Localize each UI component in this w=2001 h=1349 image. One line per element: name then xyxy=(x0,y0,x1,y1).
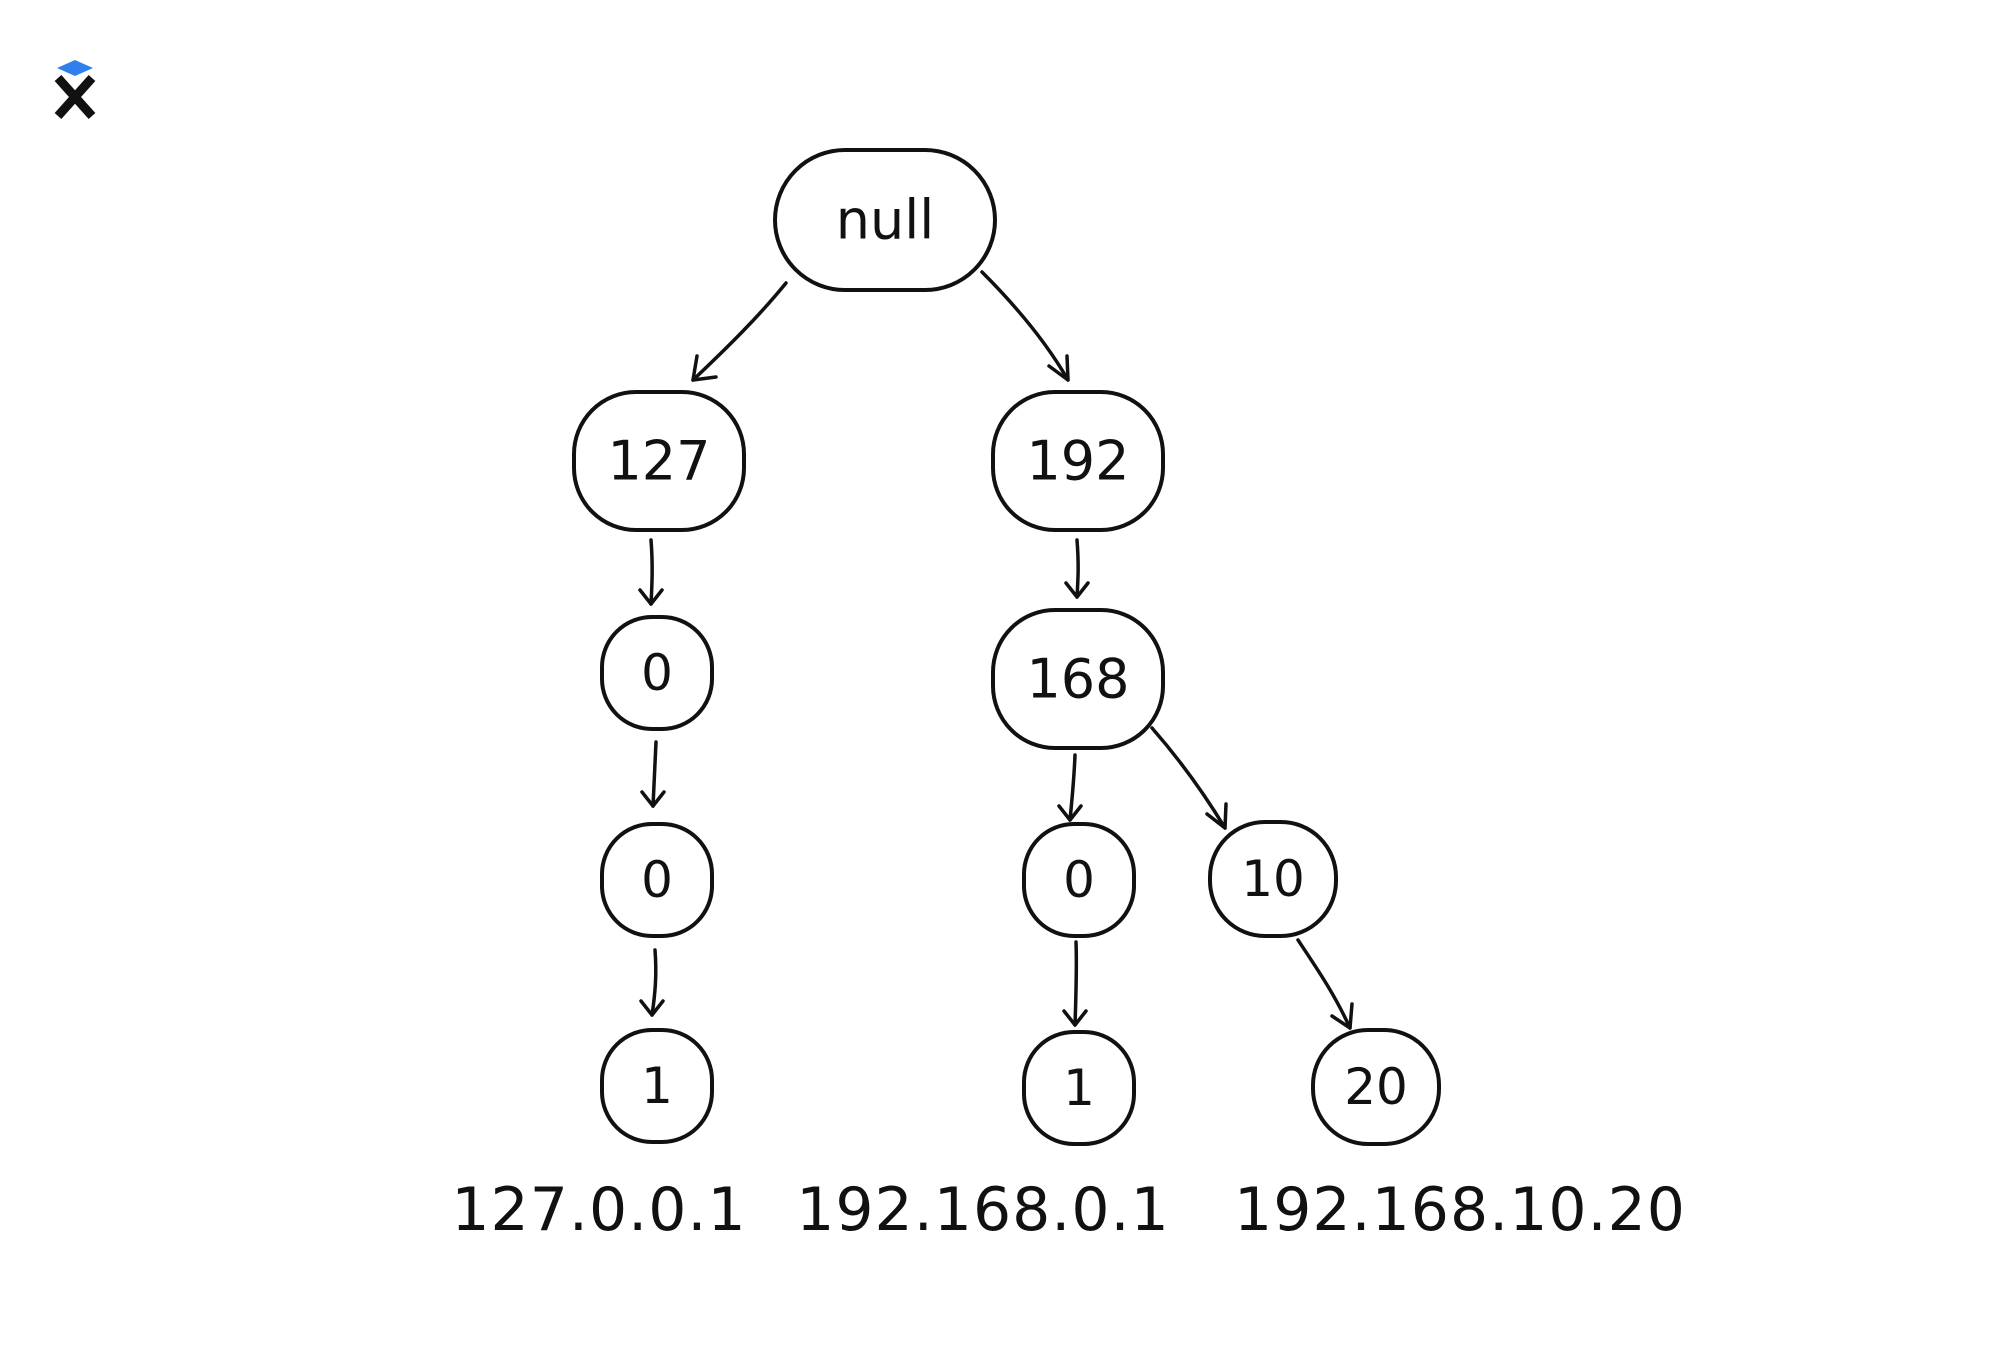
edge-0-to-1-middle xyxy=(1062,940,1088,1027)
node-10-label: 10 xyxy=(1241,850,1305,908)
address-label-left: 127.0.0.1 xyxy=(451,1175,746,1245)
edge-192-to-168 xyxy=(1064,538,1090,599)
node-127-0-first: 0 xyxy=(600,615,714,731)
edge-0-to-0 xyxy=(640,740,666,808)
node-127-0-first-label: 0 xyxy=(641,644,673,702)
edge-root-to-192 xyxy=(980,270,1070,382)
node-root-label: null xyxy=(836,189,934,252)
edge-root-to-127 xyxy=(691,281,788,382)
logo-x-mark xyxy=(54,74,96,120)
edge-127-to-0 xyxy=(638,538,664,606)
node-168: 168 xyxy=(991,608,1165,750)
node-192-label: 192 xyxy=(1026,430,1129,493)
node-168-0-1-label: 1 xyxy=(1063,1059,1095,1117)
node-10: 10 xyxy=(1208,820,1338,938)
nodes: null 127 192 0 168 0 0 10 xyxy=(572,148,1441,1146)
edges xyxy=(638,270,1354,1030)
node-20: 20 xyxy=(1311,1028,1441,1146)
address-label-right: 192.168.10.20 xyxy=(1234,1175,1686,1245)
node-127-0-second-label: 0 xyxy=(641,851,673,909)
node-20-label: 20 xyxy=(1344,1058,1408,1116)
address-labels: 127.0.0.1 192.168.0.1 192.168.10.20 xyxy=(451,1175,1686,1245)
edge-10-to-20 xyxy=(1296,938,1354,1030)
node-127: 127 xyxy=(572,390,746,532)
edge-168-to-0 xyxy=(1057,753,1083,822)
node-127-1: 1 xyxy=(600,1028,714,1144)
edge-0-to-1-left xyxy=(639,948,665,1017)
x-logo xyxy=(54,60,96,120)
node-127-0-second: 0 xyxy=(600,822,714,938)
node-127-label: 127 xyxy=(607,430,710,493)
logo-accent-shape xyxy=(57,60,93,76)
node-168-0-label: 0 xyxy=(1063,851,1095,909)
node-192: 192 xyxy=(991,390,1165,532)
node-root: null xyxy=(773,148,997,292)
node-168-label: 168 xyxy=(1026,648,1129,711)
node-168-0: 0 xyxy=(1022,822,1136,938)
edge-168-to-10 xyxy=(1150,726,1228,830)
node-168-0-1: 1 xyxy=(1022,1030,1136,1146)
address-label-middle: 192.168.0.1 xyxy=(796,1175,1170,1245)
node-127-1-label: 1 xyxy=(641,1057,673,1115)
